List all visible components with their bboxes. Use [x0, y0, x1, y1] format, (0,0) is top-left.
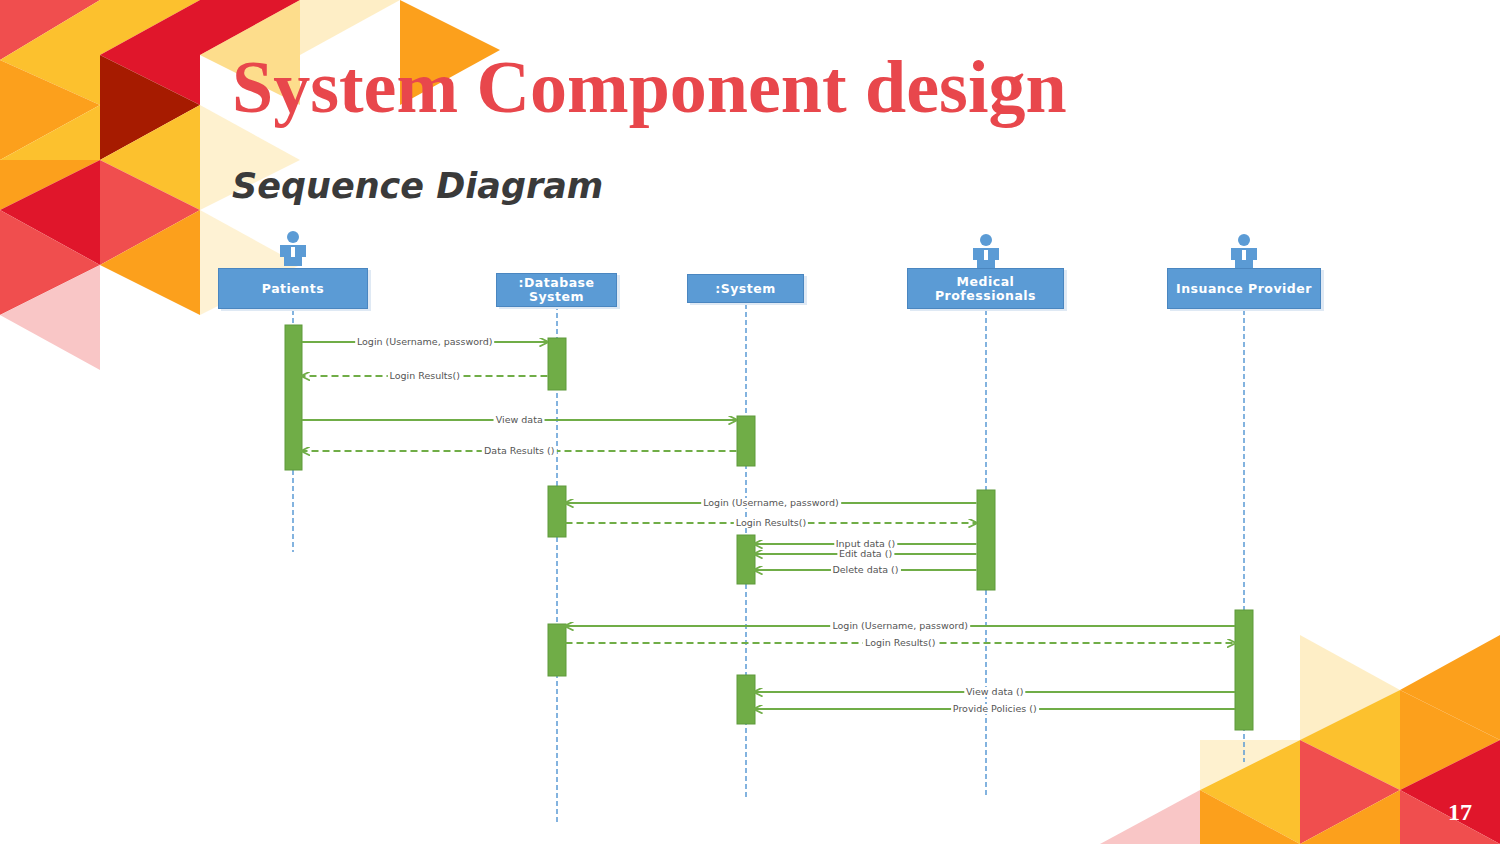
deco-triangle	[1200, 740, 1300, 844]
activation-bar	[285, 325, 1253, 730]
message-label: Login (Username, password)	[830, 621, 970, 631]
participant-name: :Database System	[497, 276, 616, 304]
message-label: Login Results()	[388, 371, 462, 381]
message-label: Input data ()	[834, 539, 897, 549]
lifeline-head-box: Medical Professionals	[907, 268, 1064, 309]
lifeline-head-box: Insuance Provider	[1167, 268, 1321, 309]
deco-triangle	[1100, 790, 1200, 844]
deco-triangle	[1400, 790, 1500, 844]
message-label: Edit data ()	[837, 549, 894, 559]
lifeline-head-box: :Database System	[496, 273, 617, 307]
participant-name: Medical Professionals	[908, 275, 1063, 303]
actor-icon-detail	[291, 247, 1246, 260]
deco-triangle	[1300, 790, 1400, 844]
deco-triangle	[1300, 740, 1400, 844]
lifeline-head-box: Patients	[218, 268, 368, 309]
message-label: Login Results()	[734, 518, 808, 528]
message-label: View data ()	[964, 687, 1025, 697]
participant-name: Patients	[256, 282, 330, 296]
page-number: 17	[1448, 798, 1472, 826]
slide-title: System Component design	[232, 42, 1067, 132]
subtitle: Sequence Diagram	[232, 164, 603, 208]
lifeline-head-box: :System	[687, 274, 804, 303]
participant-name: Insuance Provider	[1170, 282, 1318, 296]
message-label: Login (Username, password)	[355, 337, 495, 347]
deco-triangle	[0, 105, 100, 160]
deco-triangle	[1200, 790, 1300, 844]
deco-triangle	[0, 265, 100, 370]
message-label: Delete data ()	[830, 565, 900, 575]
message-label: Data Results ()	[482, 446, 556, 456]
message-label: Login (Username, password)	[701, 498, 841, 508]
deco-triangle	[1400, 740, 1500, 844]
deco-triangle	[100, 210, 200, 315]
deco-triangle	[0, 60, 100, 160]
message-label: Login Results()	[863, 638, 937, 648]
message-label: View data	[494, 415, 545, 425]
actor-icon	[280, 231, 1257, 269]
lifeline	[293, 304, 1244, 823]
participant-name: :System	[709, 282, 782, 296]
deco-triangle	[1200, 740, 1300, 790]
message-label: Provide Policies ()	[951, 704, 1039, 714]
